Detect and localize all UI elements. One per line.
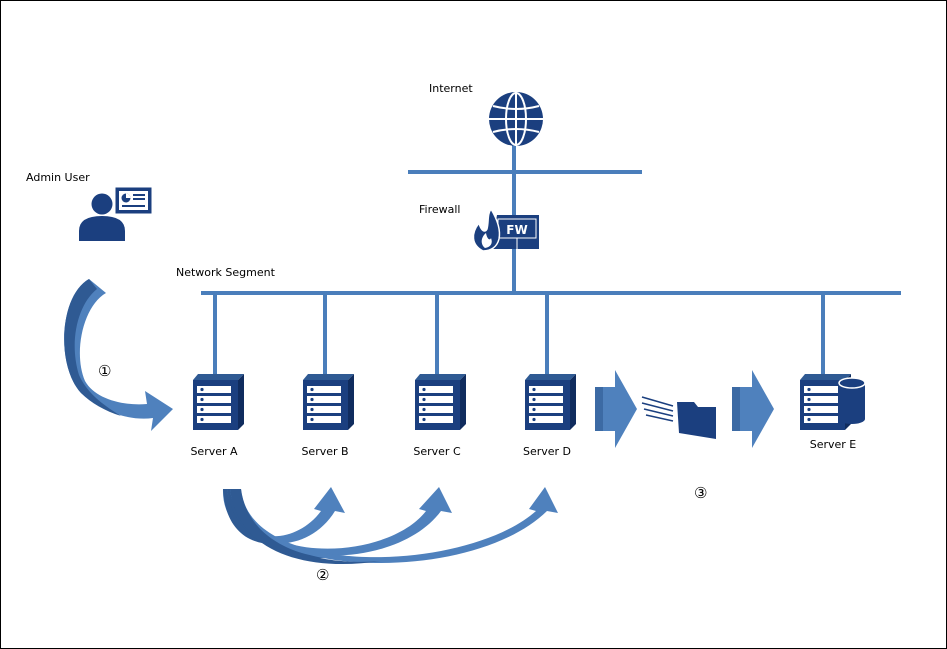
- step-1-number: ①: [98, 362, 111, 380]
- globe-icon: [489, 92, 543, 146]
- server-e-label: Server E: [810, 438, 857, 451]
- server-b: Server B: [301, 374, 354, 458]
- database-icon: [838, 377, 866, 424]
- server-a: Server A: [190, 374, 244, 458]
- arrow-to-server-d: [230, 487, 558, 564]
- network-lines: [201, 143, 901, 374]
- server-e: Server E: [800, 374, 866, 451]
- server-icon: [415, 374, 466, 430]
- server-a-label: Server A: [190, 445, 238, 458]
- network-segment-label: Network Segment: [176, 266, 276, 279]
- firewall-label: Firewall: [419, 203, 460, 216]
- arrow-icon: [732, 370, 774, 448]
- admin-user-icon: [79, 186, 153, 241]
- step-2-arrows: [222, 487, 558, 564]
- admin-user-label: Admin User: [26, 171, 90, 184]
- step-1-arrow: [64, 279, 173, 431]
- step-3-transfer: [595, 370, 774, 448]
- folder-icon: [641, 396, 716, 439]
- server-icon: [303, 374, 354, 430]
- server-icon: [525, 374, 576, 430]
- internet-label: Internet: [429, 82, 473, 95]
- arrow-to-server-c: [227, 487, 452, 559]
- step-2-number: ②: [316, 566, 329, 584]
- arrow-to-server-b: [222, 487, 345, 545]
- server-b-label: Server B: [301, 445, 348, 458]
- server-d-label: Server D: [523, 445, 571, 458]
- firewall-icon: FW: [472, 207, 539, 252]
- arrow-icon: [595, 370, 637, 448]
- server-c: Server C: [413, 374, 466, 458]
- firewall-badge: FW: [506, 223, 527, 237]
- server-icon: [193, 374, 244, 430]
- server-c-label: Server C: [413, 445, 461, 458]
- step-3-number: ③: [694, 484, 707, 502]
- server-d: Server D: [523, 374, 576, 458]
